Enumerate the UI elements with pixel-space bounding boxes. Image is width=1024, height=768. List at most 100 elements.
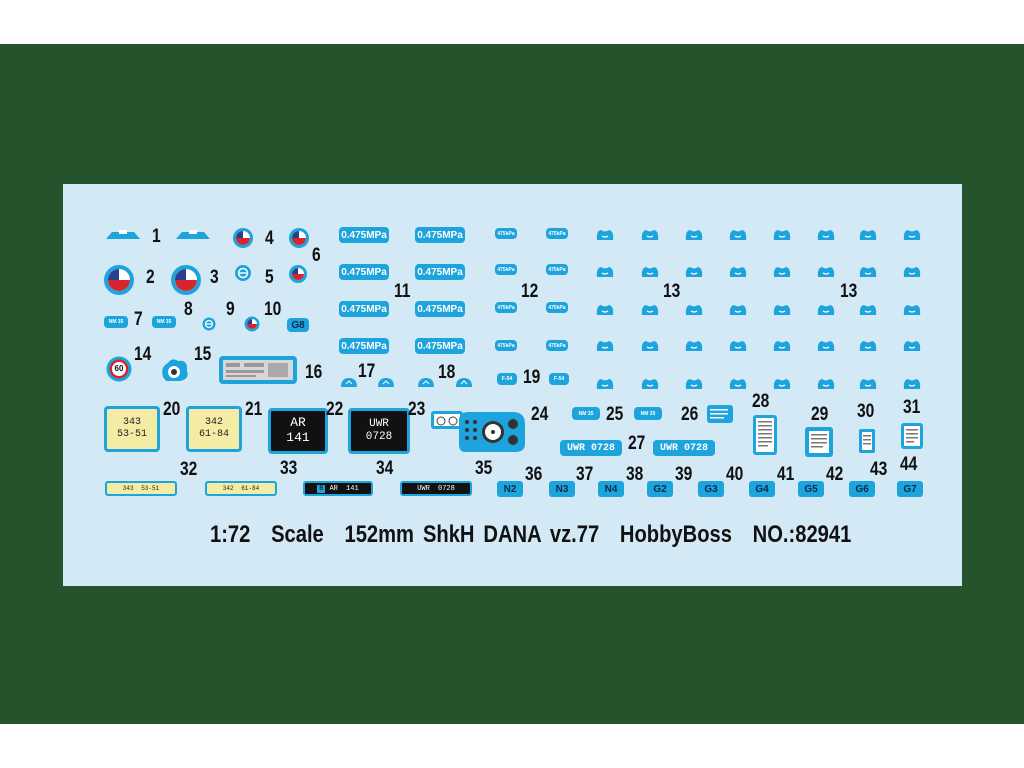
pressure-decal-11-a: 0.475MPa	[339, 227, 389, 243]
pressure-decal-11-c: 0.475MPa	[339, 264, 389, 280]
plate-22: AR 141	[268, 408, 328, 454]
symbol-icon	[685, 267, 703, 277]
roundel-small-6a	[289, 228, 309, 248]
number-13-a: 13	[663, 281, 681, 302]
number-32: 32	[180, 459, 198, 480]
plate-35: UWR 0728	[400, 481, 472, 496]
symbol-icon	[859, 230, 877, 240]
arrow-decal-17a	[341, 378, 357, 387]
symbol-icon	[903, 305, 921, 315]
symbol-icon	[596, 267, 614, 277]
symbol-icon	[729, 230, 747, 240]
pressure-decal-11-h: 0.475MPa	[415, 338, 465, 354]
symbol-icon	[817, 341, 835, 351]
speed-limit-value: 60	[114, 364, 124, 373]
roundel-small-6b	[289, 265, 307, 283]
g8-decal: G8	[287, 318, 309, 332]
pressure-small-12-b: 475kPa	[546, 228, 568, 239]
code-g7: G7	[897, 481, 923, 497]
roundel-large-3	[171, 265, 201, 295]
nm35-decal-8: NM 35	[152, 316, 176, 328]
number-42: 42	[826, 464, 844, 485]
number-29: 29	[811, 404, 829, 425]
plate-21-line1: 342	[204, 417, 223, 428]
number-24: 24	[531, 404, 549, 425]
number-35: 35	[475, 458, 493, 479]
f54-decal-b: F-54	[549, 373, 569, 385]
symbol-icon	[903, 341, 921, 351]
tank-silhouette-decal-1	[106, 230, 140, 239]
number-31: 31	[903, 397, 921, 418]
instruction-plate-16	[219, 356, 297, 384]
symbol-icon	[729, 341, 747, 351]
pressure-decal-11-f: 0.475MPa	[415, 301, 465, 317]
number-30: 30	[857, 401, 875, 422]
roundel-large-2	[104, 265, 134, 295]
symbol-icon	[859, 267, 877, 277]
number-37: 37	[576, 464, 594, 485]
symbol-icon	[773, 267, 791, 277]
number-33: 33	[280, 458, 298, 479]
nm35-decal-7: NM 35	[104, 316, 128, 328]
number-28: 28	[752, 391, 770, 412]
symbol-icon	[817, 267, 835, 277]
number-6: 6	[312, 245, 321, 266]
symbol-icon	[903, 230, 921, 240]
plate-34: B AR 141	[303, 481, 373, 496]
nm35-decal-25: NM 35	[572, 407, 600, 420]
document-decal-28	[753, 415, 777, 455]
number-36: 36	[525, 464, 543, 485]
number-17: 17	[358, 361, 376, 382]
pressure-decal-11-b: 0.475MPa	[415, 227, 465, 243]
plate-21-line2: 61-84	[198, 429, 229, 440]
plate-32: 343 53-51	[105, 481, 177, 496]
arrow-decal-18a	[418, 378, 434, 387]
plate-34-text: AR 141	[329, 484, 359, 493]
document-decal-31	[901, 423, 923, 449]
symbol-icon	[729, 267, 747, 277]
code-g6: G6	[849, 481, 875, 497]
number-1: 1	[152, 226, 161, 247]
symbol-icon	[641, 341, 659, 351]
number-13-b: 13	[840, 281, 858, 302]
symbol-icon	[729, 305, 747, 315]
kit-number: NO.:82941	[752, 521, 852, 548]
number-39: 39	[675, 464, 693, 485]
pressure-small-12-g: 475kPa	[495, 340, 517, 351]
symbol-icon	[596, 379, 614, 389]
symbol-icon	[859, 305, 877, 315]
number-26: 26	[681, 404, 699, 425]
pressure-small-12-a: 475kPa	[495, 228, 517, 239]
number-18: 18	[438, 362, 456, 383]
plate-20-line2: 53-51	[116, 429, 147, 440]
code-g2: G2	[647, 481, 673, 497]
number-25: 25	[606, 404, 624, 425]
emblem-decal-15	[162, 359, 188, 381]
number-22: 22	[326, 399, 344, 420]
pressure-decal-11-g: 0.475MPa	[339, 338, 389, 354]
code-g4: G4	[749, 481, 775, 497]
document-decal-30	[859, 429, 875, 453]
tank-silhouette-decal-1b	[176, 230, 210, 239]
roundel-small-10	[244, 316, 260, 332]
symbol-icon	[903, 379, 921, 389]
plate-21: 342 61-84	[186, 406, 242, 452]
number-38: 38	[626, 464, 644, 485]
number-19: 19	[523, 367, 541, 388]
pressure-decal-11-e: 0.475MPa	[339, 301, 389, 317]
sheet-caption: 1:72 Scale 152mm ShkH DANA vz.77 HobbyBo…	[210, 521, 863, 549]
number-11: 11	[394, 281, 411, 302]
number-23: 23	[408, 399, 426, 420]
speed-limit-sign-14	[106, 356, 132, 382]
plate-22-line2: 141	[286, 430, 310, 445]
symbol-icon	[596, 305, 614, 315]
symbol-icon	[773, 305, 791, 315]
scale-word: Scale	[271, 521, 324, 548]
number-34: 34	[376, 458, 394, 479]
symbol-icon	[817, 305, 835, 315]
roundel-outline-5	[235, 265, 251, 281]
plate-22-line1: AR	[290, 415, 306, 431]
number-14: 14	[134, 344, 152, 365]
symbol-icon	[859, 379, 877, 389]
nm35-decal-25b: NM 35	[634, 407, 662, 420]
